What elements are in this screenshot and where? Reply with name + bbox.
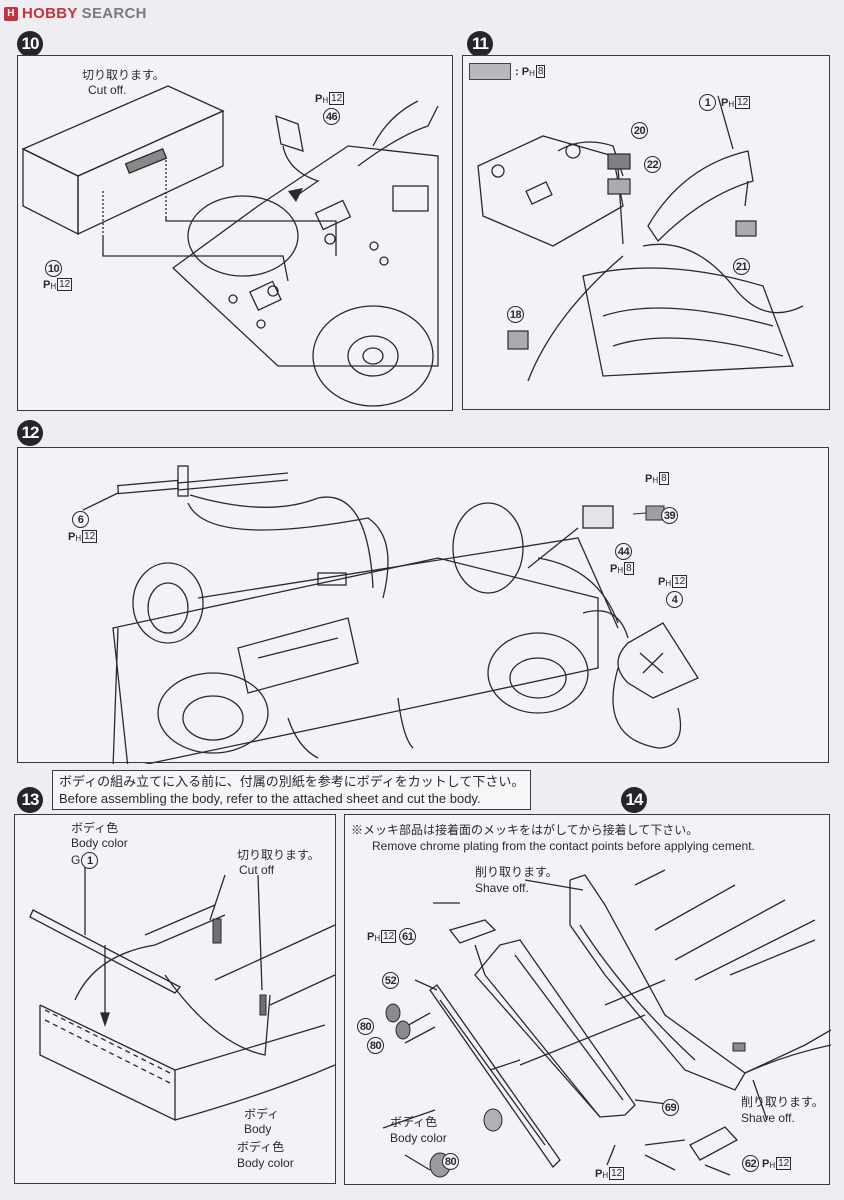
step-12-number: 12 <box>17 420 43 446</box>
step-13-panel: ボディ色 Body color G 1 切り取ります。 Cut off ボディ … <box>14 814 336 1184</box>
body-color-label-jp-1: ボディ色 <box>71 821 119 835</box>
step-14-number: 14 <box>621 787 647 813</box>
part-80-callout-a: 80 <box>357 1018 374 1035</box>
step-13-number: 13 <box>17 787 43 813</box>
part-46-callout: 46 <box>323 108 340 125</box>
part-18-callout: 18 <box>507 306 524 323</box>
step-10-number: 10 <box>17 31 43 57</box>
step-13-instruction: ボディの組み立てに入る前に、付属の別紙を参考にボディをカットして下さい。 Bef… <box>52 770 532 810</box>
cut-off-label-jp: 切り取ります。 <box>237 848 320 862</box>
body-color-label-en-1: Body color <box>71 836 128 850</box>
body-label-en: Body <box>244 1122 272 1136</box>
part-1-callout: 1 <box>699 94 716 111</box>
body-color-label-jp: ボディ色 <box>390 1115 438 1129</box>
step-13-instruction-jp: ボディの組み立てに入る前に、付属の別紙を参考にボディをカットして下さい。 <box>59 774 525 789</box>
console-box-side <box>22 147 79 236</box>
part-21-callout: 21 <box>733 258 750 275</box>
legend-swatch <box>469 63 511 80</box>
part-22-callout: 22 <box>644 156 661 173</box>
chrome-note-jp: ※メッキ部品は接着面のメッキをはがしてから接着して下さい。 <box>351 823 699 837</box>
body-label-jp: ボディ <box>244 1107 280 1121</box>
step-13-instruction-en: Before assembling the body, refer to the… <box>59 791 481 806</box>
part-20-callout: 20 <box>631 122 648 139</box>
body-color-label-jp-2: ボディ色 <box>237 1140 285 1154</box>
part-6-callout: 6 <box>72 511 89 528</box>
shave-off-label-en-1: Shave off. <box>475 881 529 895</box>
part-g1-callout: 1 <box>81 852 99 869</box>
part-4-callout: 4 <box>666 591 683 608</box>
part-39-callout: 39 <box>661 507 678 524</box>
chrome-note-en: Remove chrome plating from the contact p… <box>372 839 755 853</box>
console-box-top <box>21 85 225 177</box>
part-62-callout: 62 <box>742 1155 759 1172</box>
logo-icon: H <box>4 6 18 21</box>
cut-off-label-jp: 切り取ります。 <box>82 68 165 82</box>
logo-site: SEARCH <box>81 5 147 22</box>
part-52-callout: 52 <box>382 972 399 989</box>
cut-off-label-en: Cut off <box>239 863 275 877</box>
part-69-callout: 69 <box>662 1099 679 1116</box>
part-10-callout: 10 <box>45 260 62 277</box>
step-11-illustration <box>477 95 804 382</box>
shave-off-label-en-2: Shave off. <box>741 1111 795 1125</box>
shave-off-label-jp-2: 削り取ります。 <box>741 1095 824 1109</box>
body-color-label-en-2: Body color <box>237 1156 294 1170</box>
logo-brand: HOBBY <box>22 5 78 22</box>
part-80-callout-c: 80 <box>442 1153 459 1170</box>
step-11-number: 11 <box>467 31 493 57</box>
step-10-illustration <box>21 85 439 407</box>
step-14-panel: ※メッキ部品は接着面のメッキをはがしてから接着して下さい。 Remove chr… <box>344 814 831 1185</box>
shave-off-label-jp-1: 削り取ります。 <box>475 865 558 879</box>
part-61-callout: 61 <box>399 928 417 945</box>
hobby-search-logo: H HOBBY SEARCH <box>4 5 147 22</box>
step-14-illustration <box>382 869 831 1178</box>
console-box-front <box>77 109 224 236</box>
step-12-illustration <box>82 465 699 764</box>
part-g1-label: G 1 <box>71 852 99 869</box>
body-color-label-en: Body color <box>390 1131 447 1145</box>
cut-off-label-en: Cut off. <box>88 83 127 97</box>
part-80-callout-b: 80 <box>367 1037 384 1054</box>
part-44-callout: 44 <box>615 543 632 560</box>
step-13-illustration <box>29 865 336 1122</box>
spoiler-part-g1 <box>29 909 182 994</box>
